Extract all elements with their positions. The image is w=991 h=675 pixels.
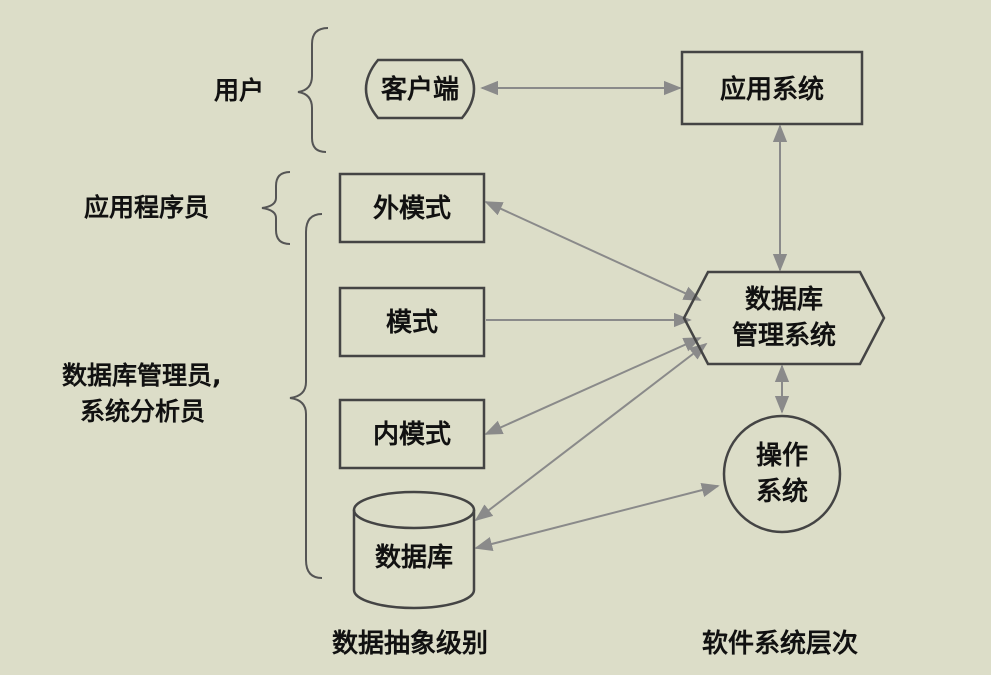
dba-role-label-line1: 数据库管理员, — [62, 361, 222, 390]
app-system-label: 应用系统 — [720, 74, 824, 105]
dba-brace — [289, 213, 323, 579]
user-brace — [297, 27, 329, 153]
user-role-label: 用户 — [214, 76, 264, 105]
dbms-hexagon — [682, 270, 886, 366]
dbms-label-line2: 管理系统 — [732, 320, 836, 351]
database-os-arrow — [474, 483, 720, 551]
dba-role-label-line2: 系统分析员 — [80, 397, 205, 426]
schema-label: 模式 — [386, 308, 438, 338]
external-dbms-arrow — [484, 201, 702, 301]
left-caption: 数据抽象级别 — [332, 628, 488, 659]
client-label: 客户端 — [381, 74, 459, 105]
programmer-brace — [261, 171, 291, 245]
database-dbms-arrow — [474, 342, 708, 522]
client-shape — [364, 58, 476, 120]
app-system-box — [680, 50, 864, 126]
app-programmer-role-label: 应用程序员 — [84, 193, 209, 222]
dbms-label-line1: 数据库 — [745, 285, 823, 315]
schema-box — [338, 286, 486, 358]
internal-schema-box — [338, 398, 486, 470]
external-schema-box — [338, 172, 486, 244]
os-label-line2: 系统 — [756, 476, 808, 507]
os-label-line1: 操作 — [756, 441, 808, 471]
external-schema-label: 外模式 — [373, 194, 451, 224]
internal-dbms-arrow — [484, 337, 702, 435]
database-label: 数据库 — [375, 543, 453, 573]
right-caption: 软件系统层次 — [702, 628, 858, 659]
os-circle — [722, 414, 842, 534]
internal-schema-label: 内模式 — [373, 420, 451, 450]
database-cylinder-top — [352, 490, 476, 530]
database-cylinder — [352, 510, 476, 610]
